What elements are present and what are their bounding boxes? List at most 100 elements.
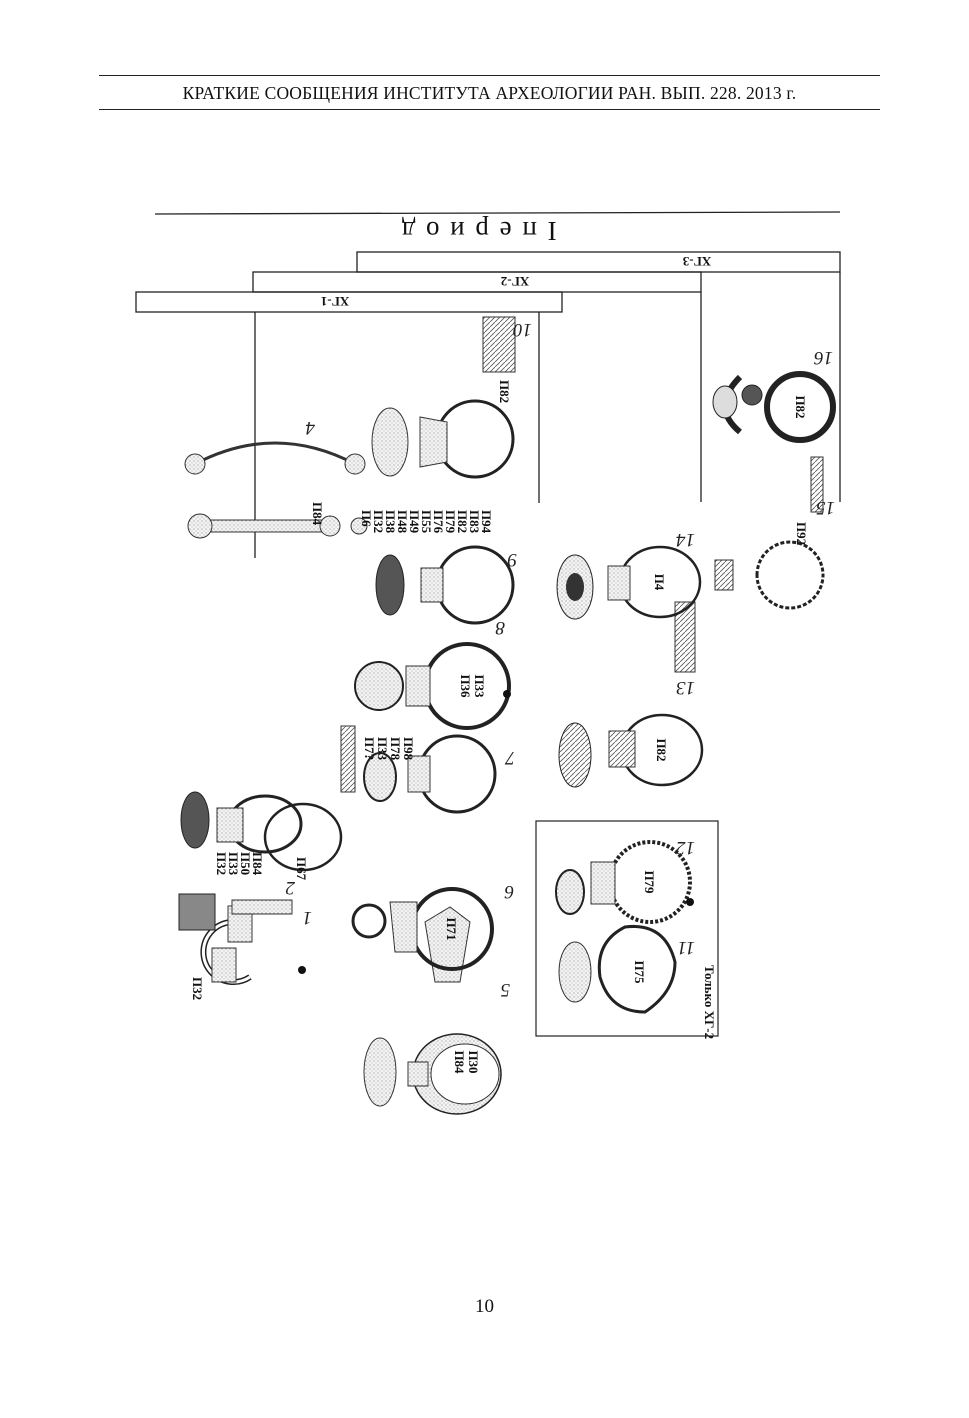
header-rule-bottom bbox=[99, 109, 880, 110]
bezel-top-view bbox=[558, 941, 592, 1003]
grave-label: П32 bbox=[371, 510, 386, 533]
bezel-top-view bbox=[354, 661, 404, 711]
period-title: I п е р и о д bbox=[399, 216, 556, 246]
bezel-top-view bbox=[363, 752, 397, 802]
rotated-figure: I п е р и о д ХГ-3 ХГ-2 ХГ-1 Только ХГ-2… bbox=[135, 211, 841, 1115]
column-label-hg3: ХГ-3 bbox=[682, 254, 711, 269]
section-profile bbox=[424, 906, 471, 983]
bezel-top-view bbox=[714, 559, 734, 591]
grave-label: П92 bbox=[794, 522, 809, 545]
hg2-band bbox=[252, 271, 702, 293]
bezel-profile bbox=[608, 730, 636, 768]
bezel-top-view bbox=[558, 722, 592, 788]
only-hg2-box bbox=[535, 820, 719, 1037]
item-number-8: 8 bbox=[495, 617, 505, 638]
bezel-top-view bbox=[555, 869, 585, 915]
grave-label: П32 bbox=[190, 977, 205, 1000]
item-number-9: 9 bbox=[507, 549, 517, 570]
item-number-7: 7 bbox=[504, 747, 515, 768]
section-profile bbox=[231, 899, 293, 915]
section-mark bbox=[298, 966, 306, 974]
grave-label: П75 bbox=[632, 960, 647, 984]
bezel-profile bbox=[607, 565, 631, 601]
grave-label: П94 bbox=[479, 510, 494, 534]
grave-label: П6 bbox=[359, 510, 374, 527]
artifact-item-9: 9 П6 П32 П38 П48 П49 П55 П76 П79 П82 П83… bbox=[359, 510, 517, 625]
bezel-top-view bbox=[375, 554, 405, 616]
ring-drawing bbox=[435, 545, 515, 625]
artifact-item-6: 6 П71 bbox=[351, 881, 514, 971]
grave-label: П38 bbox=[383, 510, 398, 534]
grave-label: П82 bbox=[654, 738, 669, 761]
bezel-profile bbox=[407, 1061, 429, 1087]
artifact-item-15: 15 П92 bbox=[714, 456, 835, 610]
bezel-top-view bbox=[178, 893, 216, 931]
bezel-profile bbox=[407, 755, 431, 793]
grave-label: П79 bbox=[443, 510, 458, 534]
section-mark bbox=[686, 898, 694, 906]
bezel-profile bbox=[420, 567, 444, 603]
item-number-6: 6 bbox=[504, 881, 514, 902]
grave-label: П33 bbox=[472, 674, 487, 698]
column-label-hg1: ХГ-1 bbox=[321, 294, 350, 309]
grave-label: П83 bbox=[467, 510, 482, 534]
item-number-11: 11 bbox=[677, 937, 695, 958]
bezel-profile bbox=[419, 416, 448, 468]
ring-drawing bbox=[764, 371, 836, 443]
bezel-profile bbox=[741, 384, 763, 406]
artifact-item-7: 7 П7? П33 П78 П98 bbox=[362, 734, 515, 814]
item-number-12: 12 bbox=[676, 837, 696, 858]
section-profile bbox=[340, 725, 356, 793]
grave-label: П84 bbox=[452, 1050, 467, 1074]
item-number-5: 5 bbox=[501, 979, 511, 1000]
item-number-16: 16 bbox=[814, 347, 834, 368]
bezel-top-view bbox=[371, 407, 409, 477]
artifact-item-1: 1 П32 bbox=[178, 893, 313, 1000]
artifact-item-12: 12 П79 bbox=[555, 837, 696, 924]
grave-label: П84 bbox=[250, 852, 265, 876]
artifact-item-14: 14 П4 bbox=[556, 529, 702, 620]
item-number-14: 14 bbox=[676, 529, 696, 550]
ring-drawing bbox=[597, 924, 677, 1014]
ring-drawing bbox=[263, 802, 343, 872]
artifact-item-2: 2 П32 П33 П50 П84 bbox=[180, 791, 303, 915]
grave-label: П71 bbox=[444, 917, 459, 940]
grave-label: П98 bbox=[401, 737, 416, 761]
item-number-1: 1 bbox=[303, 907, 313, 928]
item-number-2: 2 bbox=[285, 877, 295, 898]
page-number: 10 bbox=[475, 1296, 494, 1317]
grave-label: П33 bbox=[375, 737, 390, 761]
grave-label: П33 bbox=[226, 852, 241, 876]
hg3-band bbox=[356, 251, 841, 273]
grave-label: П84 bbox=[310, 502, 325, 526]
artifact-item-10: 10 П82 bbox=[371, 316, 533, 479]
artifact-item-16: 16 П82 bbox=[712, 347, 836, 443]
section-profile bbox=[482, 316, 516, 373]
bezel-top-view bbox=[363, 1037, 397, 1107]
item-number-10: 10 bbox=[513, 319, 533, 340]
grave-label: П50 bbox=[238, 852, 253, 875]
section-profile bbox=[674, 601, 696, 673]
grave-label: П7? bbox=[362, 737, 377, 760]
grave-label: П82 bbox=[793, 395, 808, 418]
grave-label: П78 bbox=[388, 737, 403, 761]
artifact-item-4: 4 П84 bbox=[184, 417, 368, 539]
grave-label: П4 bbox=[652, 574, 667, 591]
item-number-4: 4 bbox=[305, 417, 315, 438]
period-rule bbox=[154, 211, 841, 215]
grave-label: П79 bbox=[642, 870, 657, 894]
grave-label: П76 bbox=[431, 510, 446, 534]
grave-label: П36 bbox=[458, 674, 473, 698]
grave-label: П55 bbox=[419, 510, 434, 534]
section-profile bbox=[810, 456, 824, 513]
figure-header bbox=[135, 211, 841, 558]
bezel-profile bbox=[405, 665, 431, 707]
fibula-side-view bbox=[194, 441, 356, 466]
bezel-profile bbox=[590, 861, 616, 905]
artifact-item-8: 8 П33 П36 bbox=[354, 617, 511, 730]
grave-label: П49 bbox=[407, 510, 422, 534]
artifact-item-11: 11 П75 bbox=[558, 924, 695, 1014]
column-label-hg2: ХГ-2 bbox=[501, 274, 530, 289]
ring-drawing bbox=[435, 399, 515, 479]
artifact-item-13: 13 П82 bbox=[558, 601, 704, 788]
